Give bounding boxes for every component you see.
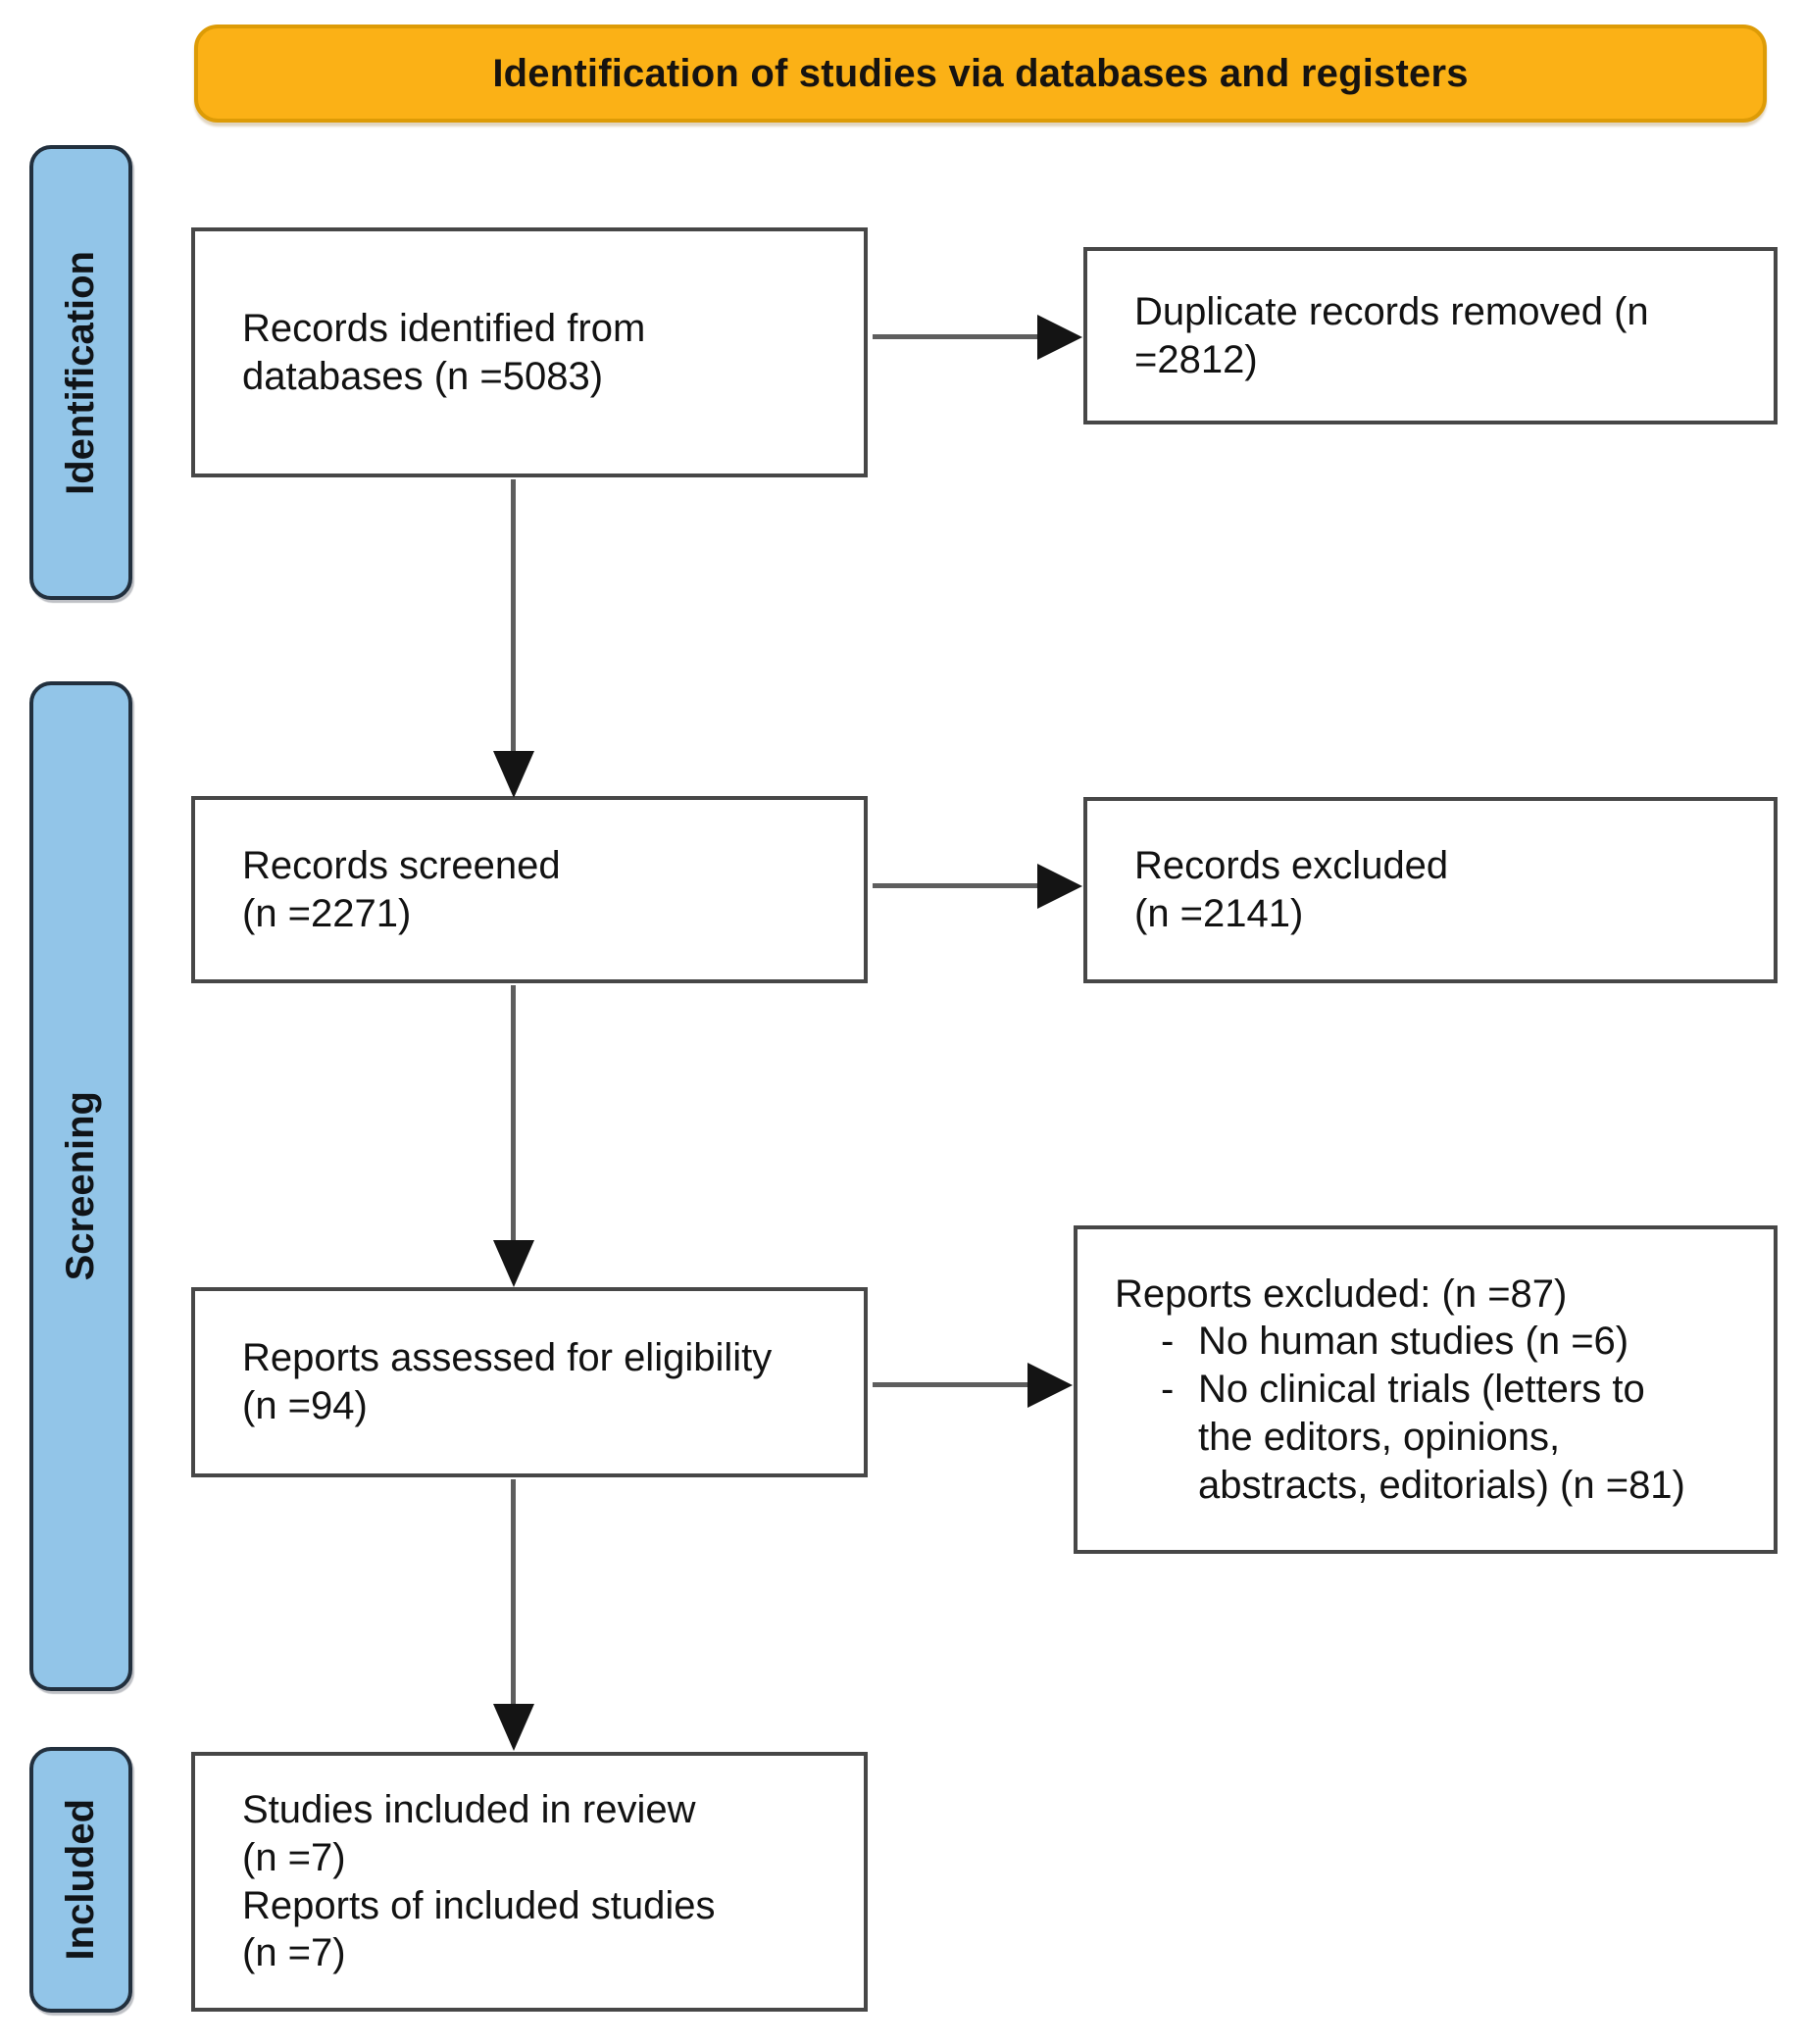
bullet-dash: - [1161, 1368, 1175, 1412]
reports-assessed-box: Reports assessed for eligibility (n =94) [191, 1287, 868, 1477]
studies-included-line-4: (n =7) [242, 1931, 346, 1975]
stage-included: Included [29, 1747, 132, 2013]
exclusion-reason-1-line-1: No human studies (n =6) [1198, 1320, 1629, 1364]
studies-included-line-1: Studies included in review [242, 1787, 696, 1831]
bullet-dash: - [1161, 1320, 1175, 1364]
duplicate-records-removed-line-1: Duplicate records removed (n [1134, 289, 1649, 333]
stage-identification: Identification [29, 145, 132, 600]
studies-included-box: Studies included in review (n =7) Report… [191, 1752, 868, 2012]
studies-included-line-3: Reports of included studies [242, 1883, 716, 1927]
arrow-assessed-to-reports-excluded [873, 1382, 1027, 1387]
header-title: Identification of studies via databases … [492, 51, 1469, 95]
exclusion-reason-2-line-1: No clinical trials (letters to [1198, 1368, 1645, 1412]
records-excluded-line-1: Records excluded [1134, 844, 1449, 888]
header-banner: Identification of studies via databases … [194, 25, 1767, 123]
exclusion-reason-2-line-2: the editors, opinions, [1198, 1415, 1561, 1459]
stage-screening: Screening [29, 681, 132, 1691]
reports-excluded-box: Reports excluded: (n =87) - No human stu… [1074, 1225, 1778, 1554]
records-screened-line-1: Records screened [242, 843, 561, 887]
stage-included-label: Included [59, 1799, 102, 1961]
records-screened-box: Records screened (n =2271) [191, 796, 868, 983]
records-excluded-line-2: (n =2141) [1134, 892, 1304, 935]
arrow-screened-to-excluded [873, 883, 1037, 888]
arrow-screened-to-assessed [511, 985, 516, 1240]
arrow-identified-to-duplicates [873, 334, 1037, 339]
arrow-assessed-to-included [511, 1479, 516, 1704]
exclusion-reason-no-clinical-trials: - No clinical trials (letters to the edi… [1161, 1366, 1756, 1509]
records-identified-box: Records identified from databases (n =50… [191, 227, 868, 477]
duplicate-records-removed-line-2: =2812) [1134, 337, 1258, 381]
arrow-identified-to-screened [511, 479, 516, 751]
records-excluded-box: Records excluded (n =2141) [1083, 797, 1778, 983]
reports-assessed-line-2: (n =94) [242, 1384, 368, 1427]
exclusion-reason-no-human-studies: - No human studies (n =6) [1161, 1318, 1756, 1366]
exclusion-reason-2-line-3: abstracts, editorials) (n =81) [1198, 1463, 1685, 1507]
stage-screening-label: Screening [59, 1091, 102, 1281]
records-identified-line-2: databases (n =5083) [242, 354, 604, 398]
studies-included-line-2: (n =7) [242, 1835, 346, 1879]
reports-assessed-line-1: Reports assessed for eligibility [242, 1336, 773, 1380]
stage-identification-label: Identification [59, 250, 102, 495]
duplicate-records-removed-box: Duplicate records removed (n =2812) [1083, 247, 1778, 424]
records-screened-line-2: (n =2271) [242, 891, 412, 935]
reports-excluded-heading: Reports excluded: (n =87) [1115, 1271, 1568, 1316]
records-identified-line-1: Records identified from [242, 306, 646, 350]
